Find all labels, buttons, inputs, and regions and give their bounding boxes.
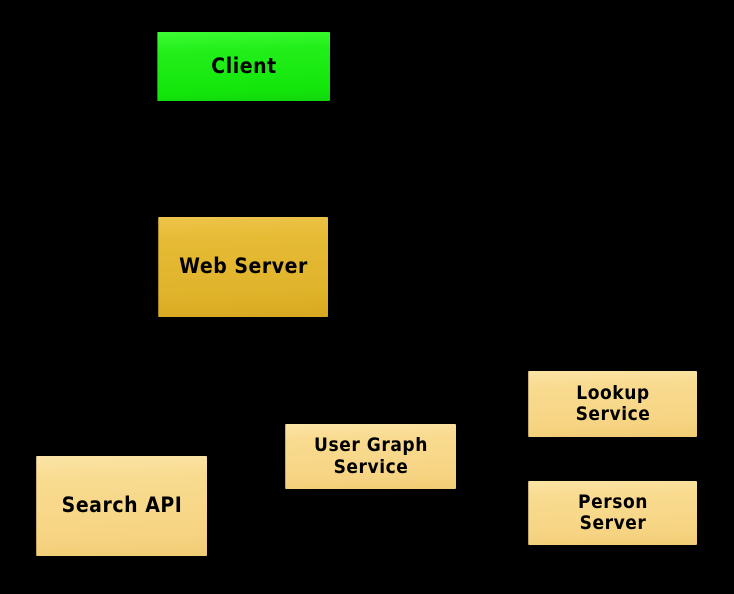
node-lookup-service[interactable]: Lookup Service bbox=[528, 371, 697, 437]
node-web-server-label: Web Server bbox=[179, 254, 308, 279]
node-web-server[interactable]: Web Server bbox=[158, 217, 328, 317]
node-client[interactable]: Client bbox=[157, 32, 330, 101]
node-user-graph-service[interactable]: User Graph Service bbox=[285, 424, 456, 489]
node-client-label: Client bbox=[211, 53, 277, 78]
node-search-api-label: Search API bbox=[61, 493, 183, 518]
node-user-graph-service-label: User Graph Service bbox=[314, 434, 428, 478]
node-person-server-label: Person Server bbox=[578, 490, 648, 534]
node-lookup-service-label: Lookup Service bbox=[575, 381, 651, 425]
node-person-server[interactable]: Person Server bbox=[528, 481, 697, 545]
node-search-api[interactable]: Search API bbox=[36, 456, 207, 556]
